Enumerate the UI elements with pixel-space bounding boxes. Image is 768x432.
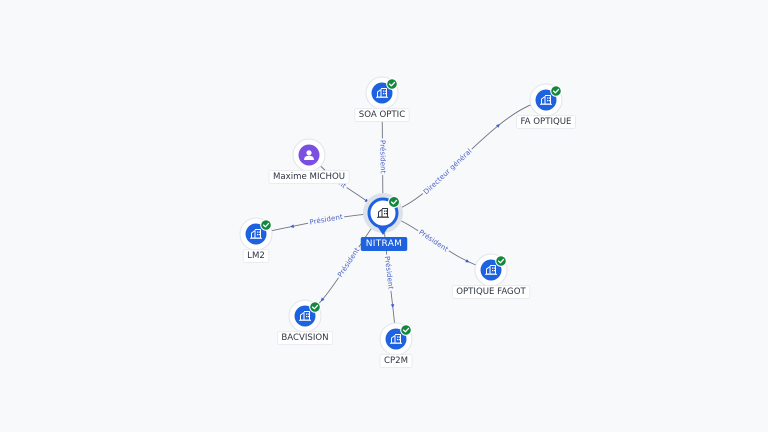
edge-label: Président: [417, 228, 449, 253]
node-label-text: LM2: [247, 251, 265, 261]
node-fa-optique[interactable]: FA OPTIQUE: [516, 83, 576, 129]
node-label: LM2: [242, 249, 270, 263]
nodes-layer: SOA OPTIC FA OPTIQUE Maxime MICHOU LM2OPTIQ…: [239, 76, 576, 368]
node-label: Maxime MICHOU: [268, 170, 350, 184]
building-icon: [299, 311, 311, 321]
verified-check-icon: [386, 78, 398, 90]
edge-arrow: [320, 297, 325, 302]
node-label-text: Maxime MICHOU: [273, 172, 345, 182]
edge-label: Président: [383, 256, 395, 290]
node-label-text: OPTIQUE FAGOT: [456, 287, 526, 297]
edge-label: Président: [336, 246, 361, 279]
node-bacvision[interactable]: BACVISION: [276, 299, 334, 345]
center-label: NITRAM: [360, 237, 408, 251]
building-icon: [485, 265, 497, 275]
person-icon: [304, 150, 314, 160]
center-node[interactable]: NITRAM: [360, 193, 408, 251]
node-label: OPTIQUE FAGOT: [451, 285, 531, 299]
node-cp2m[interactable]: CP2M: [379, 322, 413, 368]
node-label-text: BACVISION: [281, 333, 328, 343]
verified-check-icon: [495, 255, 507, 267]
center-pin: [377, 226, 389, 235]
building-icon: [250, 229, 262, 239]
edge-arrow: [390, 304, 395, 309]
edge-arrow: [496, 124, 501, 128]
node-optique-fagot[interactable]: OPTIQUE FAGOT: [451, 253, 531, 299]
edge-arrow: [290, 224, 295, 228]
edge-label: Président: [378, 140, 386, 174]
node-lm2[interactable]: LM2: [239, 217, 273, 263]
node-label: CP2M: [379, 354, 413, 368]
building-icon: [540, 95, 552, 105]
node-label-text: FA OPTIQUE: [521, 117, 572, 127]
verified-check-icon: [309, 301, 321, 313]
verified-check-icon: [400, 324, 412, 336]
node-label-text: SOA OPTIC: [359, 110, 405, 120]
node-maxime-michou[interactable]: Maxime MICHOU: [268, 138, 350, 184]
building-icon: [377, 208, 389, 218]
center-label-text: NITRAM: [366, 239, 403, 249]
node-label: FA OPTIQUE: [516, 115, 576, 129]
verified-check-icon: [260, 219, 272, 231]
verified-check-icon: [550, 85, 562, 97]
verified-check-icon: [388, 196, 400, 208]
edge-label: Directeur général: [422, 147, 474, 196]
node-label: SOA OPTIC: [354, 108, 410, 122]
node-label-text: CP2M: [384, 356, 408, 366]
edge-label: Président: [309, 213, 344, 227]
building-icon: [376, 88, 388, 98]
node-label: BACVISION: [276, 331, 334, 345]
edge-arrow: [465, 259, 470, 263]
node-soa-optic[interactable]: SOA OPTIC: [354, 76, 410, 122]
building-icon: [390, 334, 402, 344]
